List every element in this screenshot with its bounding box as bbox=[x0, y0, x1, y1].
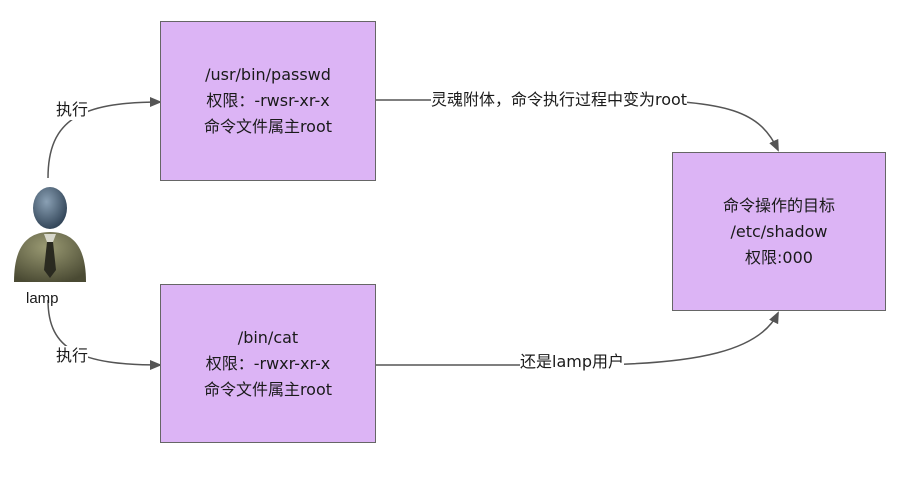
cat-owner: 命令文件属主root bbox=[203, 379, 333, 399]
edge-label-soul-possession: 灵魂附体，命令执行过程中变为root bbox=[431, 90, 688, 110]
target-path: /etc/shadow bbox=[730, 221, 828, 241]
cat-path: /bin/cat bbox=[237, 327, 299, 347]
edge-label-exec-top: 执行 bbox=[56, 100, 89, 120]
cat-command-box: /bin/cat 权限：-rwxr-xr-x 命令文件属主root bbox=[160, 284, 376, 443]
passwd-owner: 命令文件属主root bbox=[203, 117, 333, 136]
passwd-permission: 权限：-rwsr-xr-x bbox=[206, 91, 330, 110]
edge-label-exec-bottom: 执行 bbox=[56, 346, 89, 366]
user-icon bbox=[14, 187, 86, 282]
target-title: 命令操作的目标 bbox=[722, 195, 835, 215]
passwd-command-box: /usr/bin/passwd 权限：-rwsr-xr-x 命令文件属主root bbox=[160, 21, 376, 181]
edge-label-still-lamp-user: 还是lamp用户 bbox=[520, 352, 624, 372]
target-permission: 权限:000 bbox=[745, 247, 813, 267]
passwd-path: /usr/bin/passwd bbox=[205, 65, 331, 84]
user-name-label: lamp bbox=[26, 290, 59, 307]
cat-permission: 权限：-rwxr-xr-x bbox=[205, 353, 331, 373]
target-file-box: 命令操作的目标 /etc/shadow 权限:000 bbox=[672, 152, 886, 311]
